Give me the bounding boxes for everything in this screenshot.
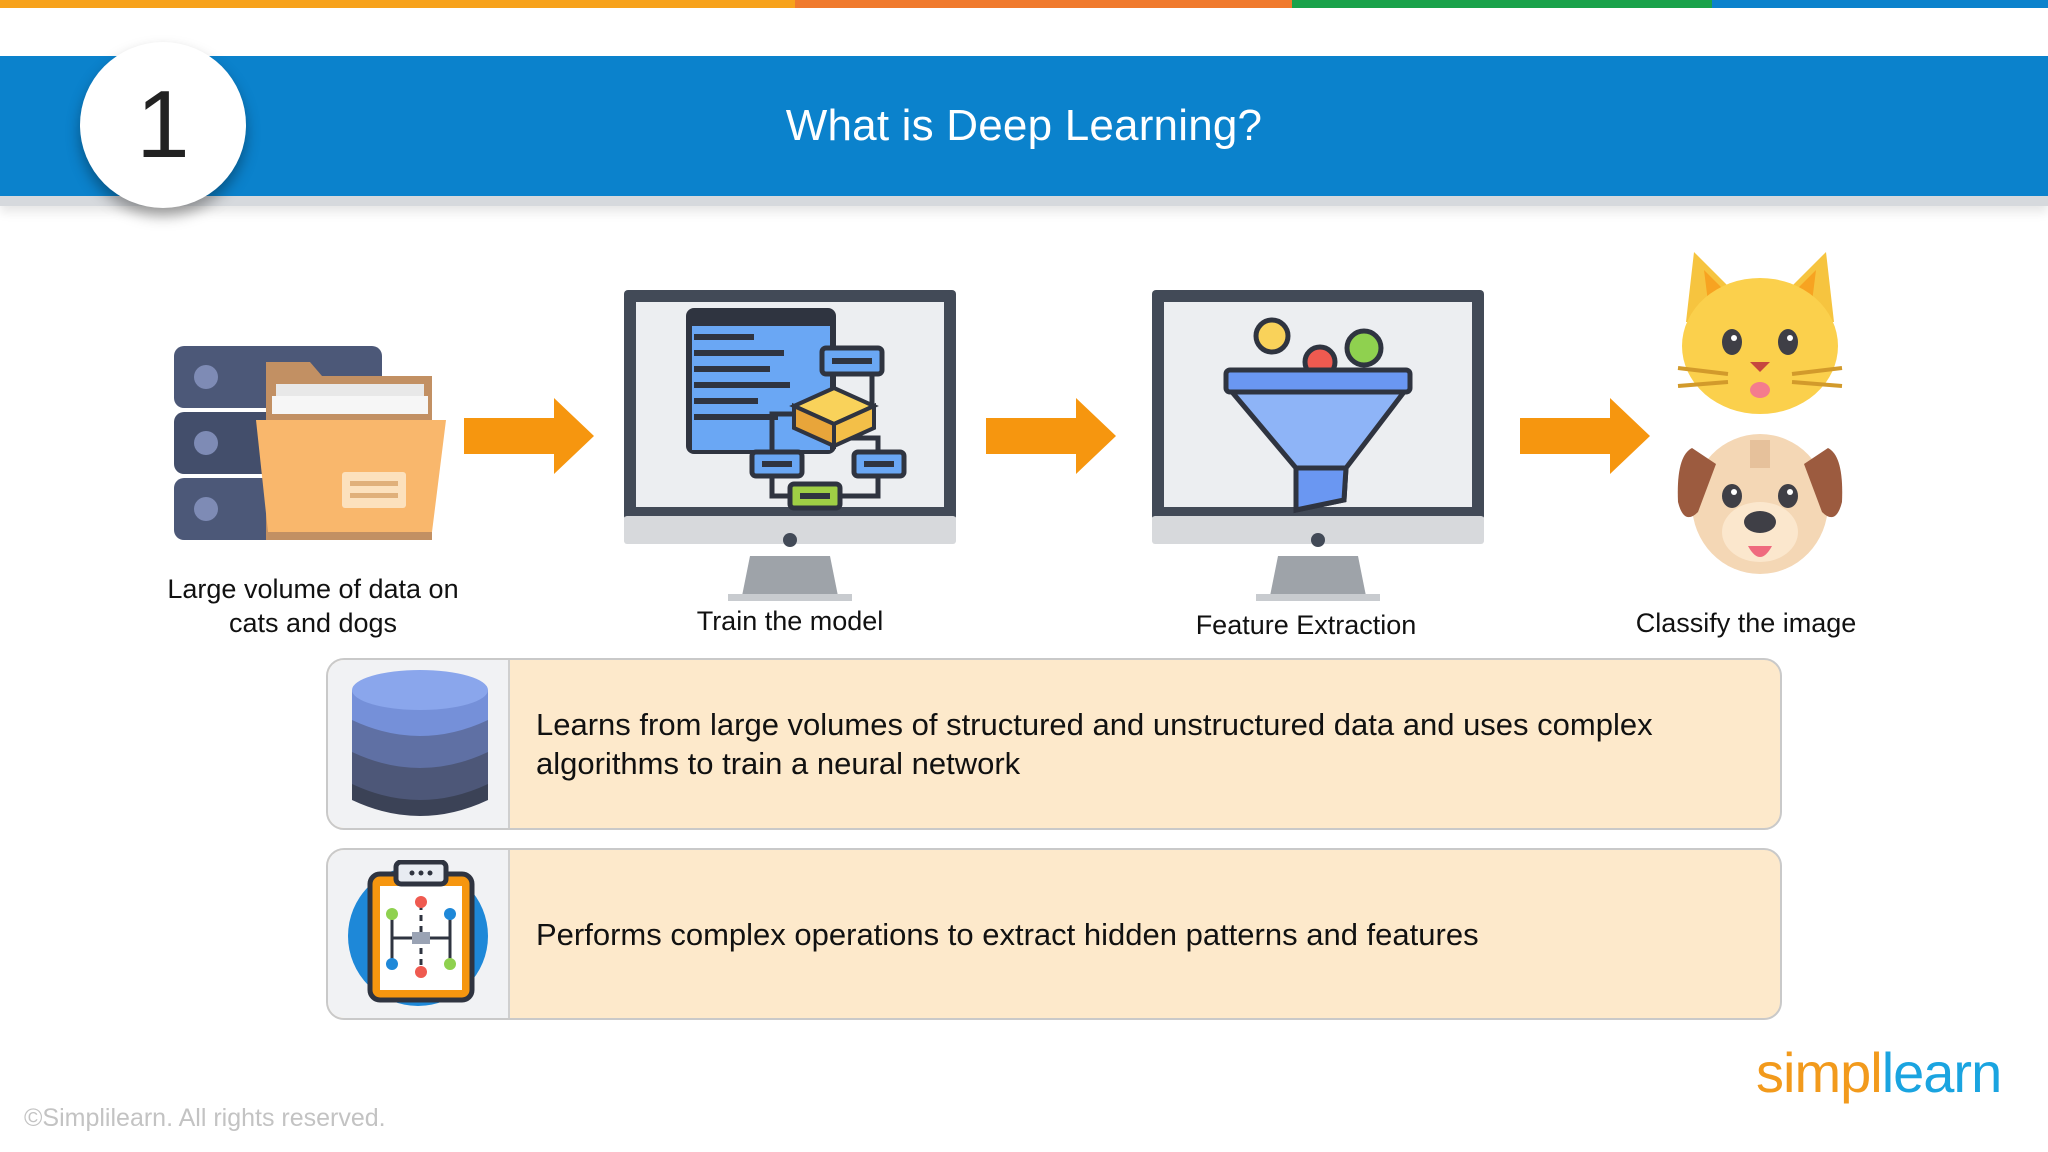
arrow-right-icon [1518,396,1652,481]
step-label-classify: Classify the image [1635,608,1857,638]
clipboard-diagram-icon [346,859,494,1013]
top-color-strip [0,0,2048,8]
step-label-data: Large volume of data on cats and dogs [167,574,459,638]
copyright-text: ©Simplilearn. All rights reserved. [24,1104,386,1132]
info-row: Performs complex operations to extract h… [326,848,1782,1020]
slide-title: What is Deep Learning? [785,101,1263,150]
logo-text-right: learn [1881,1041,2003,1104]
data-folder-icon [170,340,450,560]
step-label-feature: Feature Extraction [1195,610,1417,640]
monitor-model-icon [622,288,958,609]
cat-dog-icon [1672,250,1848,595]
info-row: Learns from large volumes of structured … [326,658,1782,830]
logo-text-left: simpl [1756,1041,1883,1104]
header-band [0,56,2048,196]
slide-number-badge: 1 [80,42,246,208]
arrow-right-icon [984,396,1118,481]
arrow-right-icon [462,396,596,481]
info-text: Learns from large volumes of structured … [536,707,1653,781]
simplilearn-logo: simpllearn [1756,1040,2003,1105]
info-text: Performs complex operations to extract h… [536,916,1479,952]
monitor-funnel-icon [1150,288,1486,609]
database-icon [350,668,490,823]
step-label-train: Train the model [696,606,884,636]
